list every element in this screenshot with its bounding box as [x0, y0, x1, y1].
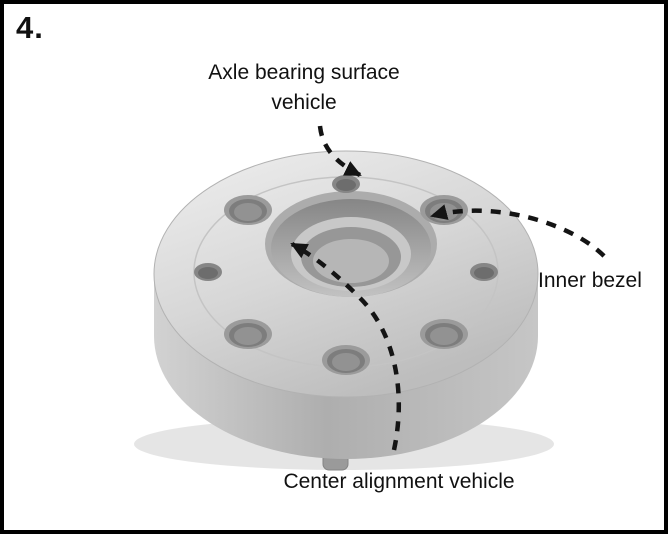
- arrow-axle-bearing: [317, 125, 362, 178]
- label-inner-bezel: Inner bezel: [538, 269, 642, 292]
- bolt-hole: [224, 195, 272, 225]
- through-hole: [470, 263, 498, 281]
- label-axle-bearing-surface: Axle bearing surface vehicle: [208, 61, 400, 115]
- arrow-inner-bezel: [430, 204, 606, 258]
- step-number: 4.: [16, 10, 44, 45]
- through-hole: [332, 175, 360, 193]
- arrow-center-alignment: [290, 242, 402, 451]
- bolt-hole: [224, 319, 272, 349]
- label-center-alignment: Center alignment vehicle: [283, 470, 515, 493]
- wheel-spacer-photo: [134, 125, 606, 471]
- center-bore: [265, 191, 437, 297]
- bolt-hole: [420, 319, 468, 349]
- bolt-hole: [322, 345, 370, 375]
- through-hole: [194, 263, 222, 281]
